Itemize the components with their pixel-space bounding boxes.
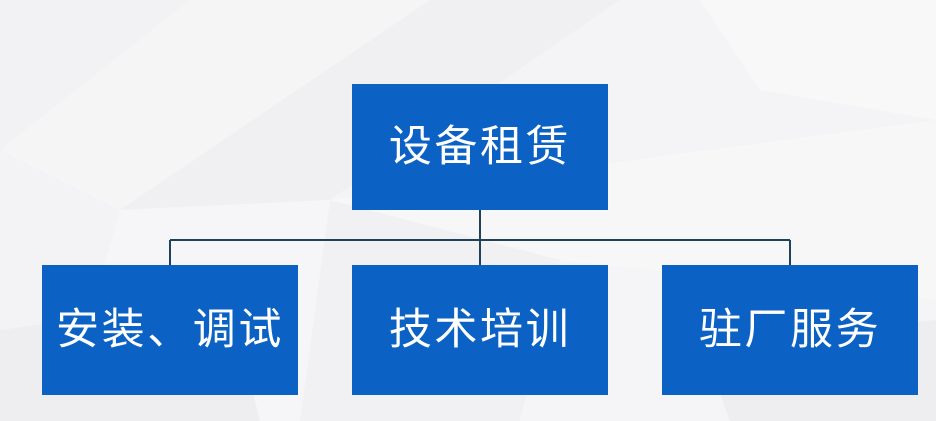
node-child-installation-debugging[interactable]: 安装、调试 bbox=[42, 265, 298, 395]
node-child-technical-training[interactable]: 技术培训 bbox=[352, 265, 608, 395]
node-root-label: 设备租赁 bbox=[388, 121, 572, 172]
node-child-onsite-service[interactable]: 驻厂服务 bbox=[662, 265, 918, 395]
node-root[interactable]: 设备租赁 bbox=[352, 84, 608, 210]
node-child-2-label: 驻厂服务 bbox=[698, 304, 882, 355]
node-child-1-label: 技术培训 bbox=[388, 304, 572, 355]
node-child-0-label: 安装、调试 bbox=[56, 304, 284, 355]
